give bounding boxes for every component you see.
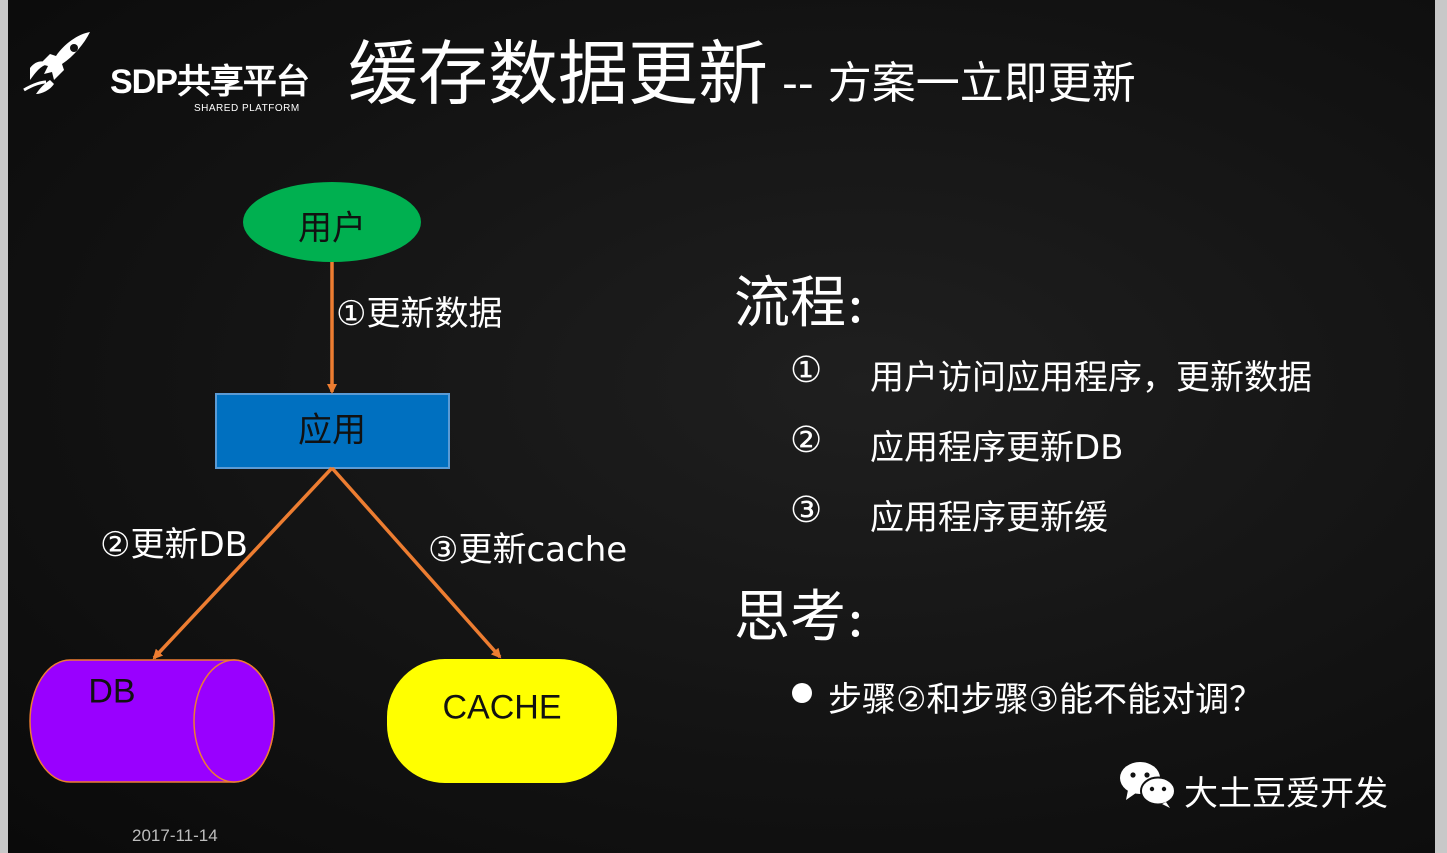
edge-label-update-db: ②更新DB <box>100 525 248 565</box>
user-node-label: 用户 <box>298 208 366 249</box>
slide: SDP共享平台 SHARED PLATFORM 缓存数据更新 -- 方案一立即更新… <box>8 0 1435 853</box>
logo-subtitle: SHARED PLATFORM <box>194 103 300 114</box>
db-node <box>29 659 275 783</box>
bullet-dot <box>792 683 812 703</box>
cache-node-label: CACHE <box>442 688 562 727</box>
app-node-label: 应用 <box>298 410 366 451</box>
user-node <box>243 182 421 262</box>
db-node-label: DB <box>88 672 136 711</box>
logo-brand: SDP共享平台 <box>110 63 310 101</box>
step-1-number: ① <box>790 350 823 391</box>
step-2-number: ② <box>790 420 823 461</box>
cache-node <box>387 659 617 783</box>
rocket-icon <box>23 32 90 94</box>
watermark-text: 大土豆爱开发 <box>1184 774 1388 814</box>
arrow-app-to-db <box>152 466 334 660</box>
thinking-question: 步骤②和步骤③能不能对调？ <box>828 680 1263 720</box>
step-1-text: 用户访问应用程序，更新数据 <box>870 358 1312 398</box>
edge-label-update-cache: ③更新cache <box>428 530 628 570</box>
wechat-watermark: 大土豆爱开发 <box>1118 758 1418 818</box>
slide-title: 缓存数据更新 -- 方案一立即更新 <box>348 18 1136 119</box>
sdp-logo: SDP共享平台 SHARED PLATFORM <box>20 24 310 114</box>
flow-diagram <box>29 182 617 783</box>
step-3-number: ③ <box>790 490 823 531</box>
slide-date: 2017-11-14 <box>132 826 218 845</box>
step-2-text: 应用程序更新DB <box>870 428 1124 468</box>
thinking-heading: 思考: <box>734 585 865 650</box>
wechat-icon <box>1120 762 1176 808</box>
edge-label-update-data: ①更新数据 <box>336 294 503 334</box>
title-sub: -- 方案一立即更新 <box>782 58 1136 109</box>
title-main: 缓存数据更新 <box>348 33 768 115</box>
process-heading: 流程: <box>734 271 865 336</box>
step-3-text: 应用程序更新缓 <box>870 498 1108 538</box>
arrow-app-to-cache <box>330 466 502 659</box>
